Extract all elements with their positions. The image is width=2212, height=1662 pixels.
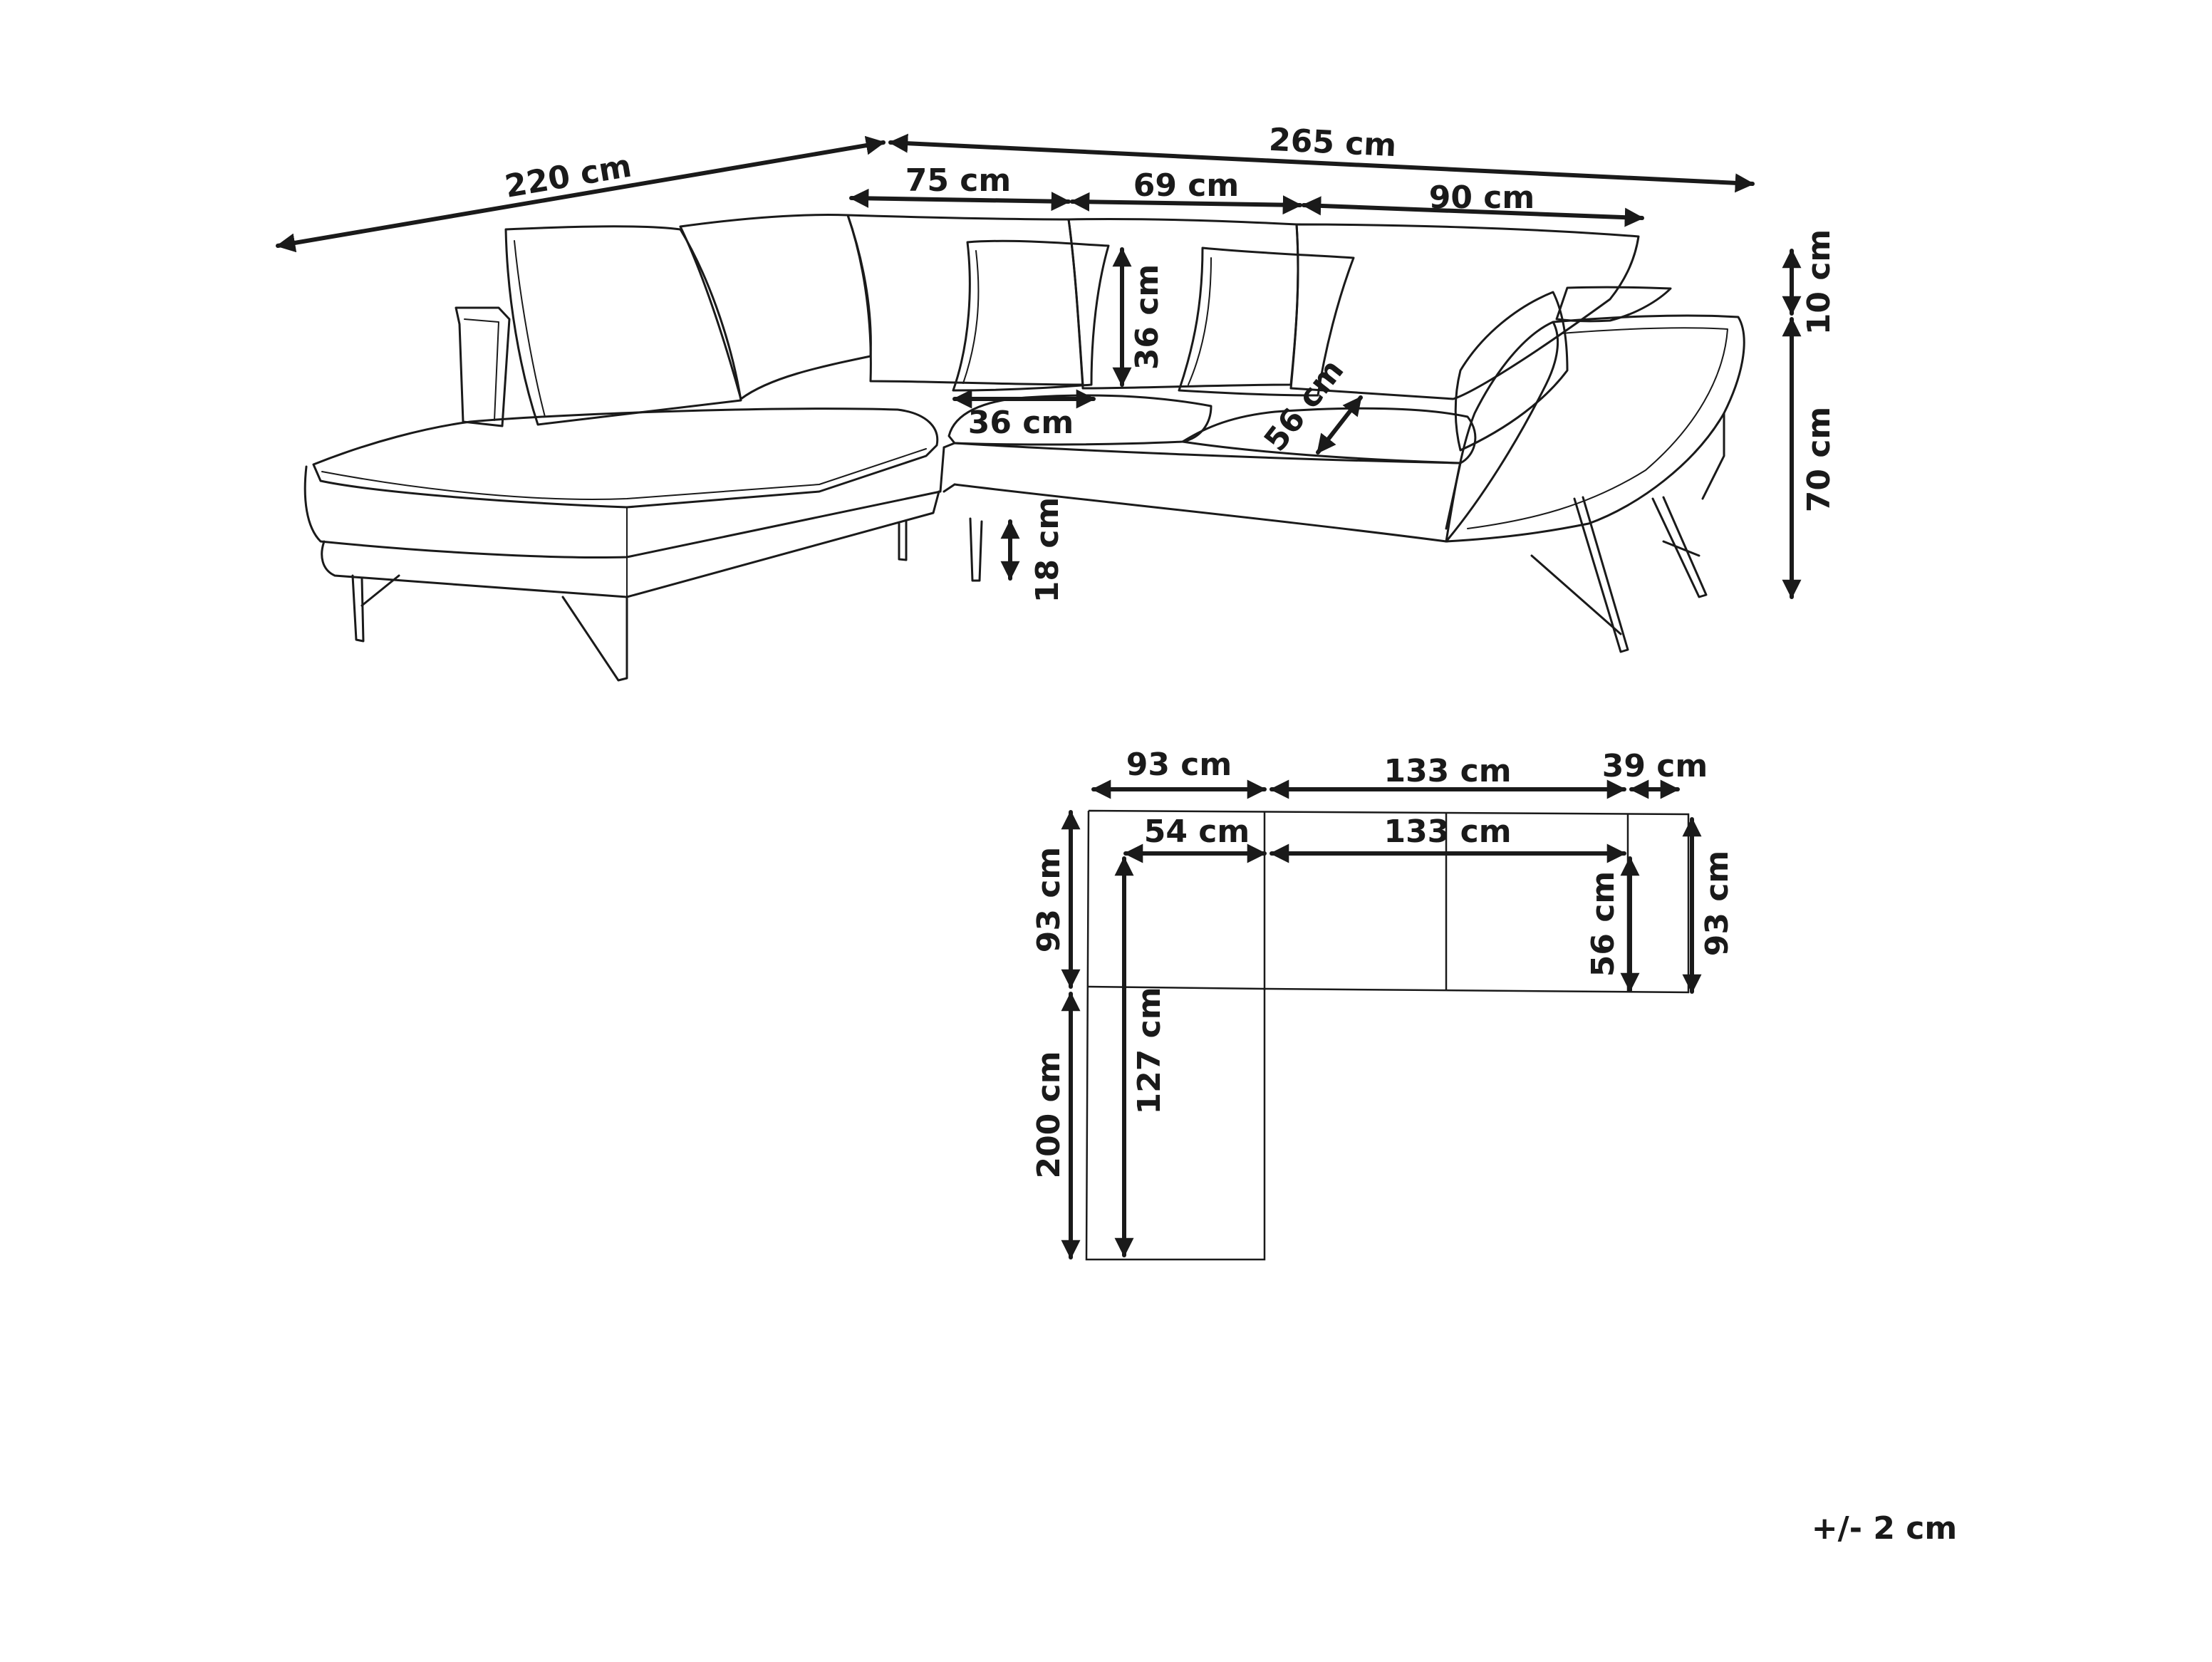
plan-dimension-arrows [1061, 779, 1702, 1260]
label-plan-54: 54 cm [1144, 814, 1250, 850]
label-plan-93-right: 93 cm [1699, 851, 1735, 956]
arrow-220 [276, 135, 886, 253]
arrow-seat-depth [1316, 395, 1363, 455]
label-pillow-height: 36 cm [1129, 264, 1165, 370]
arrow-69 [1070, 192, 1302, 215]
label-plan-200: 200 cm [1031, 1051, 1067, 1178]
plan-dimension-labels: 93 cm 133 cm 39 cm 54 cm 133 cm 93 cm 20… [1031, 747, 1735, 1179]
label-265: 265 cm [1268, 122, 1397, 164]
label-plan-133-top: 133 cm [1383, 753, 1511, 789]
label-plan-39: 39 cm [1602, 748, 1708, 784]
arrow-90 [1302, 196, 1644, 227]
sofa-dimension-arrows [276, 133, 1802, 599]
label-plan-93-top: 93 cm [1126, 747, 1232, 783]
label-plan-133-inner: 133 cm [1383, 814, 1511, 850]
label-plan-56: 56 cm [1585, 871, 1621, 977]
arrow-75 [849, 188, 1071, 212]
label-70: 70 cm [1801, 407, 1837, 512]
label-seat-depth: 56 cm [1257, 353, 1351, 458]
plan-divider-left [1087, 985, 1265, 990]
label-pillow-width: 36 cm [968, 405, 1074, 441]
label-leg-height: 18 cm [1029, 497, 1066, 603]
label-plan-93-left: 93 cm [1031, 847, 1067, 952]
arrow-265 [888, 133, 1755, 193]
label-90: 90 cm [1429, 180, 1535, 216]
label-10: 10 cm [1801, 229, 1837, 335]
sofa-illustration [303, 214, 1745, 682]
label-75: 75 cm [905, 162, 1011, 199]
tolerance-note: +/- 2 cm [1812, 1510, 1957, 1547]
label-plan-127: 127 cm [1131, 987, 1168, 1114]
label-69: 69 cm [1133, 167, 1239, 204]
sofa-dimension-labels: 220 cm 265 cm 75 cm 69 cm 90 cm 36 cm 36… [502, 122, 1837, 603]
